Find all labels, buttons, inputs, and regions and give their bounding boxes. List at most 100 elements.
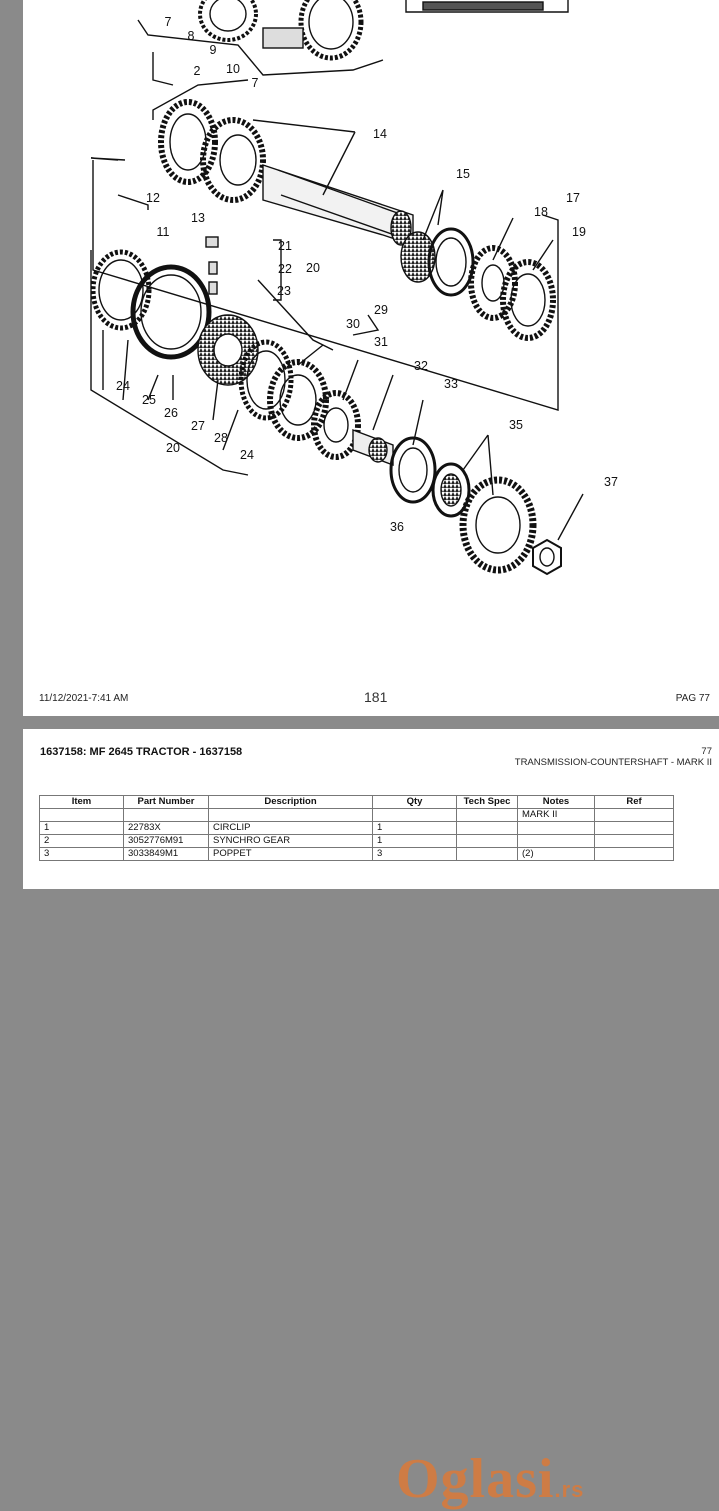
cell-part: 3052776M91 — [123, 834, 209, 848]
callout-label: 20 — [306, 261, 320, 275]
gear-19 — [500, 259, 556, 341]
footer-pag: PAG 77 — [675, 693, 710, 704]
cell-desc — [208, 808, 373, 822]
cell-part: 22783X — [123, 821, 209, 835]
callout-label: 29 — [374, 303, 388, 317]
cell-notes — [517, 821, 595, 835]
gear-top-left — [198, 0, 258, 42]
cell-desc: SYNCHRO GEAR — [208, 834, 373, 848]
callout-label: 8 — [188, 29, 195, 43]
callout-label: 9 — [210, 43, 217, 57]
callout-label: 20 — [166, 441, 180, 455]
parts-list-page-number: 77 — [701, 746, 712, 757]
callout-label: 23 — [277, 284, 291, 298]
callout-label: 26 — [164, 406, 178, 420]
callout-label: 10 — [226, 62, 240, 76]
cell-ref — [594, 808, 674, 822]
countershaft-14 — [262, 164, 414, 246]
cell-qty: 1 — [372, 834, 457, 848]
col-part-number: Part Number — [123, 795, 209, 809]
cell-notes: (2) — [517, 847, 595, 861]
callout-label: 21 — [278, 239, 292, 253]
callout-label: 24 — [240, 448, 254, 462]
table-header-row: Item Part Number Description Qty Tech Sp… — [39, 795, 674, 809]
col-item: Item — [39, 795, 124, 809]
cell-item: 1 — [39, 821, 124, 835]
callout-label: 15 — [456, 167, 470, 181]
footer-page-number: 181 — [364, 689, 388, 705]
col-description: Description — [208, 795, 373, 809]
col-notes: Notes — [517, 795, 595, 809]
cell-spec — [456, 834, 518, 848]
callout-label: 30 — [346, 317, 360, 331]
col-qty: Qty — [372, 795, 457, 809]
callout-label: 32 — [414, 359, 428, 373]
gear-31 — [311, 390, 361, 460]
table-row: MARK II — [39, 808, 674, 822]
cell-spec — [456, 808, 518, 822]
cell-qty: 1 — [372, 821, 457, 835]
gear-30 — [267, 359, 329, 441]
callout-label: 27 — [191, 419, 205, 433]
ball-23 — [208, 281, 218, 295]
cell-notes: MARK II — [517, 808, 595, 822]
spring-22 — [208, 261, 218, 275]
cell-qty: 3 — [372, 847, 457, 861]
housing-inset — [405, 0, 569, 13]
exploded-parts-diagram: 7891072141213111518171921222320293031323… — [90, 0, 618, 576]
callout-label: 14 — [373, 127, 387, 141]
callout-labels: 7891072141213111518171921222320293031323… — [116, 15, 618, 534]
document-title: 1637158: MF 2645 TRACTOR - 1637158 — [40, 746, 243, 758]
cell-qty — [372, 808, 457, 822]
footer-date: 11/12/2021-7:41 AM — [39, 693, 129, 704]
callout-label: 17 — [566, 191, 580, 205]
callout-label: 25 — [142, 393, 156, 407]
callout-label: 31 — [374, 335, 388, 349]
ring-33 — [389, 436, 437, 504]
synchro-ring-24 — [90, 249, 152, 331]
callout-label: 7 — [165, 15, 172, 29]
needle-36 — [368, 437, 388, 463]
callout-label: 28 — [214, 431, 228, 445]
callout-label: 24 — [116, 379, 130, 393]
cell-part: 3033849M1 — [123, 847, 209, 861]
poppet-21 — [205, 236, 219, 248]
cell-ref — [594, 821, 674, 835]
cell-item: 2 — [39, 834, 124, 848]
gear-12 — [158, 99, 218, 185]
cell-ref — [594, 834, 674, 848]
col-ref: Ref — [594, 795, 674, 809]
callout-label: 18 — [534, 205, 548, 219]
col-tech-spec: Tech Spec — [456, 795, 518, 809]
cell-part — [123, 808, 209, 822]
callout-label: 11 — [157, 225, 170, 239]
cell-item — [39, 808, 124, 822]
callout-label: 36 — [390, 520, 404, 534]
callout-label: 37 — [604, 475, 618, 489]
bearing-35 — [431, 462, 471, 518]
cell-spec — [456, 821, 518, 835]
gear-top-right — [298, 0, 364, 61]
cell-notes — [517, 834, 595, 848]
synchro-assembly — [262, 27, 304, 49]
callout-label: 13 — [191, 211, 205, 225]
watermark-logo: Oglasi.rs — [396, 1448, 585, 1510]
cell-spec — [456, 847, 518, 861]
cell-desc: CIRCLIP — [208, 821, 373, 835]
callout-label: 22 — [278, 262, 292, 276]
parts-list-page: 1637158: MF 2645 TRACTOR - 1637158 77 TR… — [23, 729, 719, 1510]
callout-label: 12 — [146, 191, 160, 205]
gear-35 — [459, 476, 537, 574]
bearing-15 — [400, 227, 475, 297]
synchro-hub-25 — [130, 264, 212, 360]
callout-label: 2 — [194, 64, 201, 78]
nut-37 — [532, 538, 562, 576]
callout-label: 33 — [444, 377, 458, 391]
callout-label: 35 — [509, 418, 523, 432]
callout-label: 7 — [252, 76, 259, 90]
ring-24b — [238, 339, 294, 421]
